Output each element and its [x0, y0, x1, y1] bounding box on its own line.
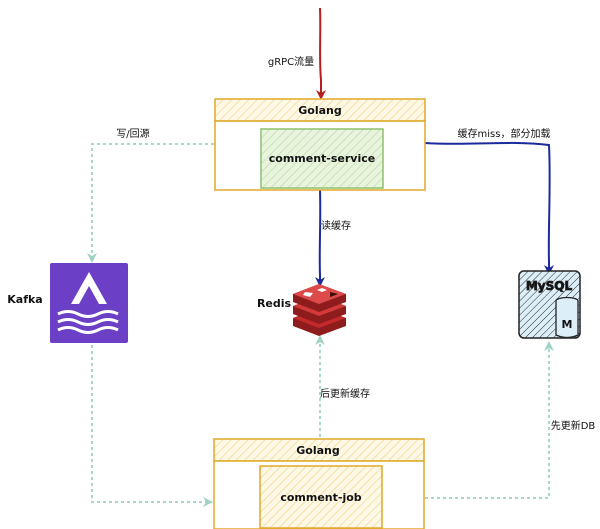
- comment-job-box: [259, 465, 383, 529]
- comment-job-label: comment-job: [280, 491, 361, 504]
- mysql-node: MySQL M: [518, 270, 581, 339]
- kafka-node: Kafka: [7, 263, 128, 343]
- update-db-first-arrow: [425, 341, 554, 499]
- read-cache-arrow: [315, 189, 325, 287]
- update-db-first-label: 先更新DB: [551, 419, 596, 432]
- golang-job-title: Golang: [296, 444, 339, 457]
- grpc-traffic-label: gRPC流量: [268, 55, 314, 68]
- golang-service-title: Golang: [298, 104, 341, 117]
- kafka-icon: [50, 263, 128, 343]
- comment-service-box: [260, 128, 384, 189]
- comment-service-label: comment-service: [269, 152, 375, 165]
- cache-miss-arrow: [424, 141, 554, 275]
- write-back-source-arrow: [87, 143, 214, 263]
- golang-service-container: Golang comment-service: [214, 98, 426, 191]
- mysql-icon: [518, 270, 581, 339]
- read-cache-label: 读缓存: [321, 219, 351, 232]
- redis-node: Redis: [257, 284, 346, 336]
- kafka-label: Kafka: [7, 293, 42, 306]
- redis-label: Redis: [257, 297, 292, 310]
- write-back-source-label: 写/回源: [116, 127, 149, 140]
- cache-miss-label: 缓存miss，部分加载: [458, 127, 551, 140]
- redis-icon: [293, 284, 346, 336]
- grpc-traffic-arrow: [316, 7, 326, 100]
- golang-job-container: Golang comment-job: [213, 438, 425, 529]
- mysql-glyph: M: [562, 318, 573, 331]
- kafka-to-job-arrow: [91, 345, 213, 507]
- update-cache-after-label: 后更新缓存: [320, 387, 370, 400]
- mysql-label: MySQL: [526, 279, 573, 293]
